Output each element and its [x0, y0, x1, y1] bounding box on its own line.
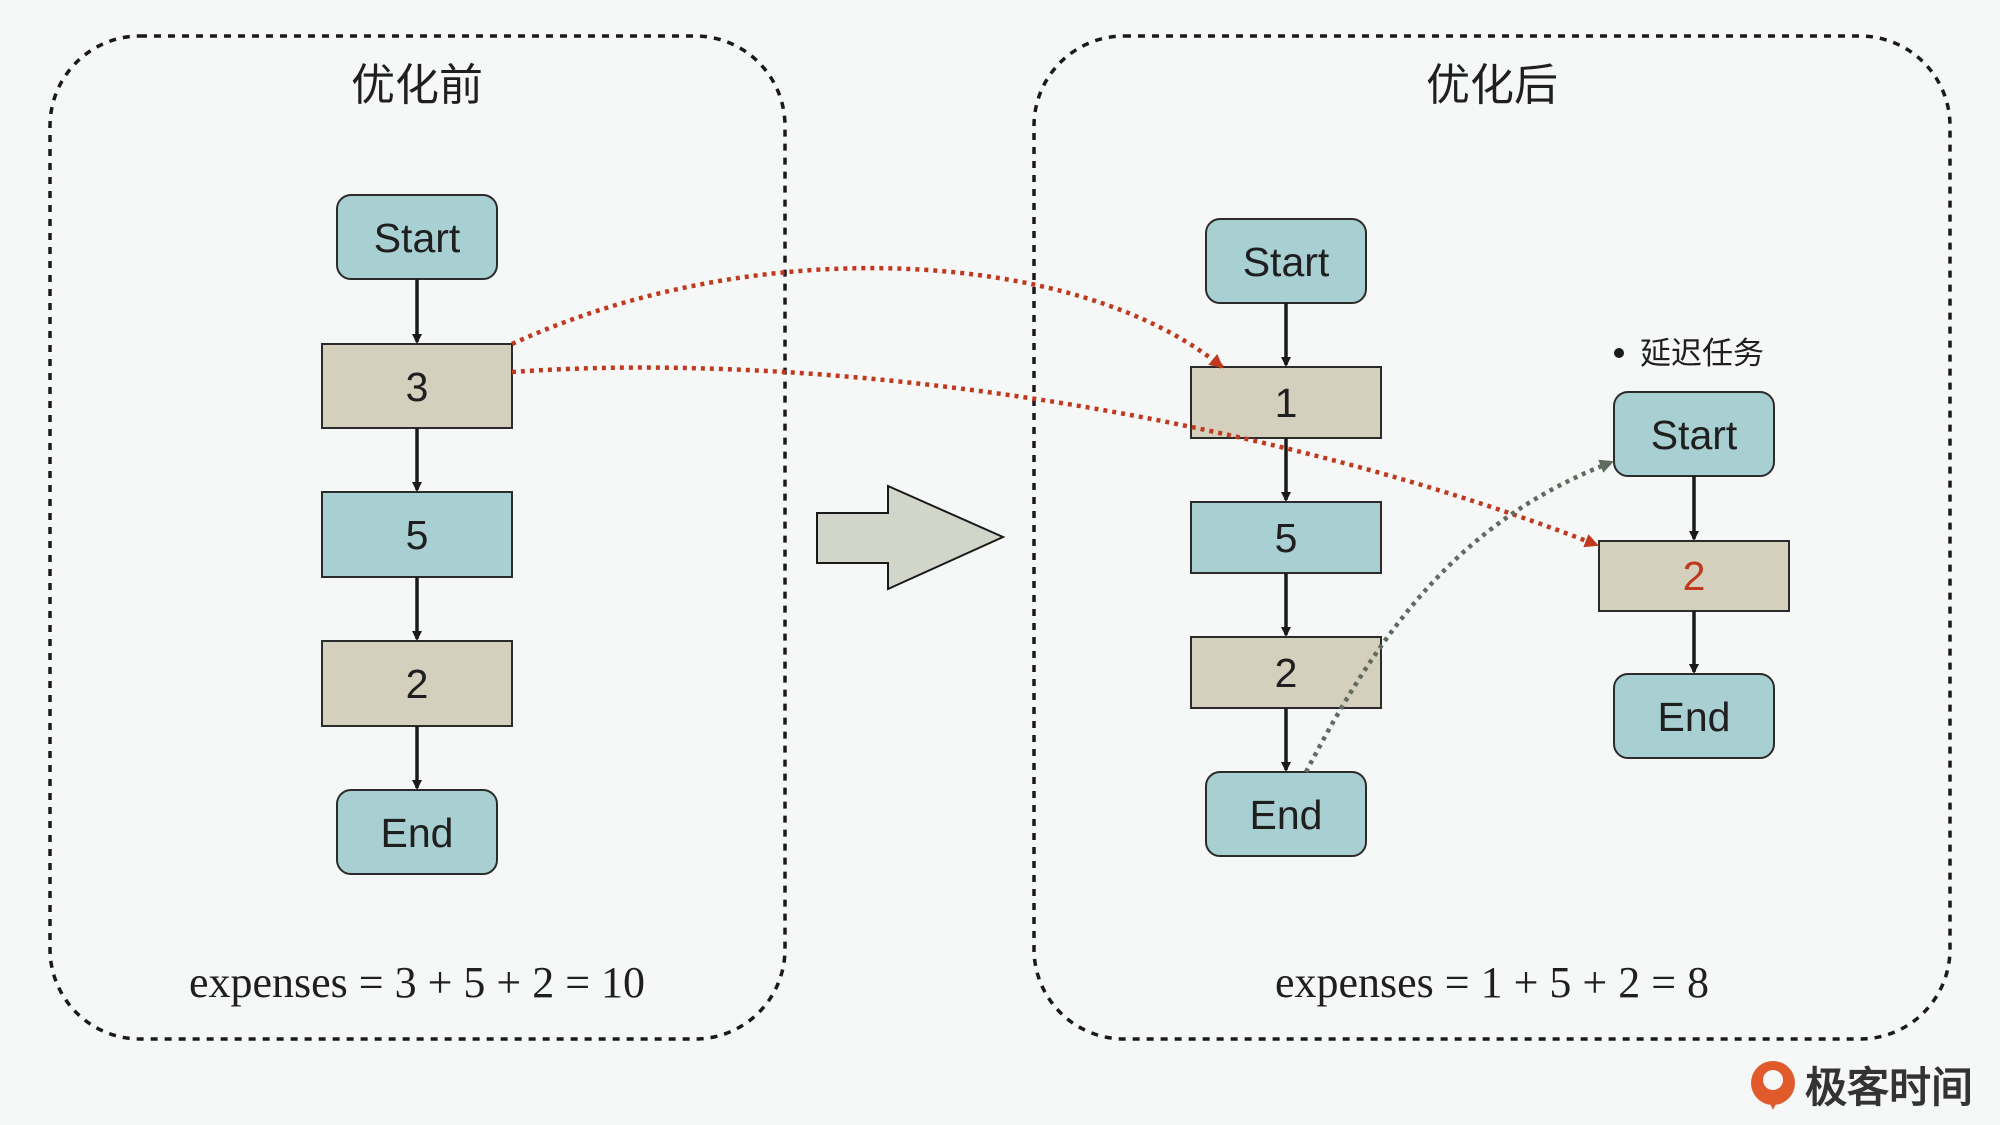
after-node-1-label: 1 [1275, 380, 1298, 426]
before-node-5-label: 5 [406, 512, 429, 558]
before-expenses: expenses = 3 + 5 + 2 = 10 [189, 958, 645, 1007]
after-node-start-label: Start [1243, 239, 1330, 285]
delayed-node-2 [1598, 540, 1790, 612]
before-node-2-label: 2 [406, 661, 429, 707]
move-arrow-3-to-delayed-2 [511, 365, 1599, 548]
after-node-2-label: 2 [1275, 650, 1298, 696]
before-node-end [336, 789, 498, 875]
right-block-arrow-icon [816, 484, 1006, 591]
before-node-5 [321, 491, 513, 578]
delayed-bullet [1614, 348, 1624, 358]
after-panel [1032, 34, 1952, 1041]
after-node-5 [1190, 501, 1382, 574]
delayed-node-2-label: 2 [1683, 553, 1706, 599]
before-panel [48, 34, 787, 1041]
delayed-node-start-label: Start [1651, 412, 1738, 458]
geektime-logo-icon [1751, 1061, 1795, 1110]
before-title: 优化前 [351, 60, 483, 111]
before-node-start-label: Start [374, 215, 461, 261]
after-expenses: expenses = 1 + 5 + 2 = 8 [1275, 958, 1709, 1007]
after-node-2 [1190, 636, 1382, 709]
delayed-flow: Start 2 End [1598, 391, 1790, 759]
move-arrow-3-to-1 [511, 265, 1224, 369]
before-flow: Start 3 5 2 End [321, 194, 513, 875]
after-title: 优化后 [1426, 60, 1558, 111]
after-node-5-label: 5 [1275, 515, 1298, 561]
before-node-3-label: 3 [406, 364, 429, 410]
delayed-label: 延迟任务 [1640, 336, 1764, 372]
after-node-end-label: End [1250, 792, 1323, 838]
after-flow: Start 1 5 2 End [1190, 218, 1382, 857]
brand-name: 极客时间 [1805, 1063, 1973, 1112]
before-node-3 [321, 343, 513, 429]
after-node-1 [1190, 366, 1382, 439]
delayed-node-end [1613, 673, 1775, 759]
before-node-end-label: End [381, 810, 454, 856]
move-arrow-end-to-delayed-start [1304, 459, 1614, 774]
delayed-node-end-label: End [1658, 694, 1731, 740]
after-node-end [1205, 771, 1367, 857]
